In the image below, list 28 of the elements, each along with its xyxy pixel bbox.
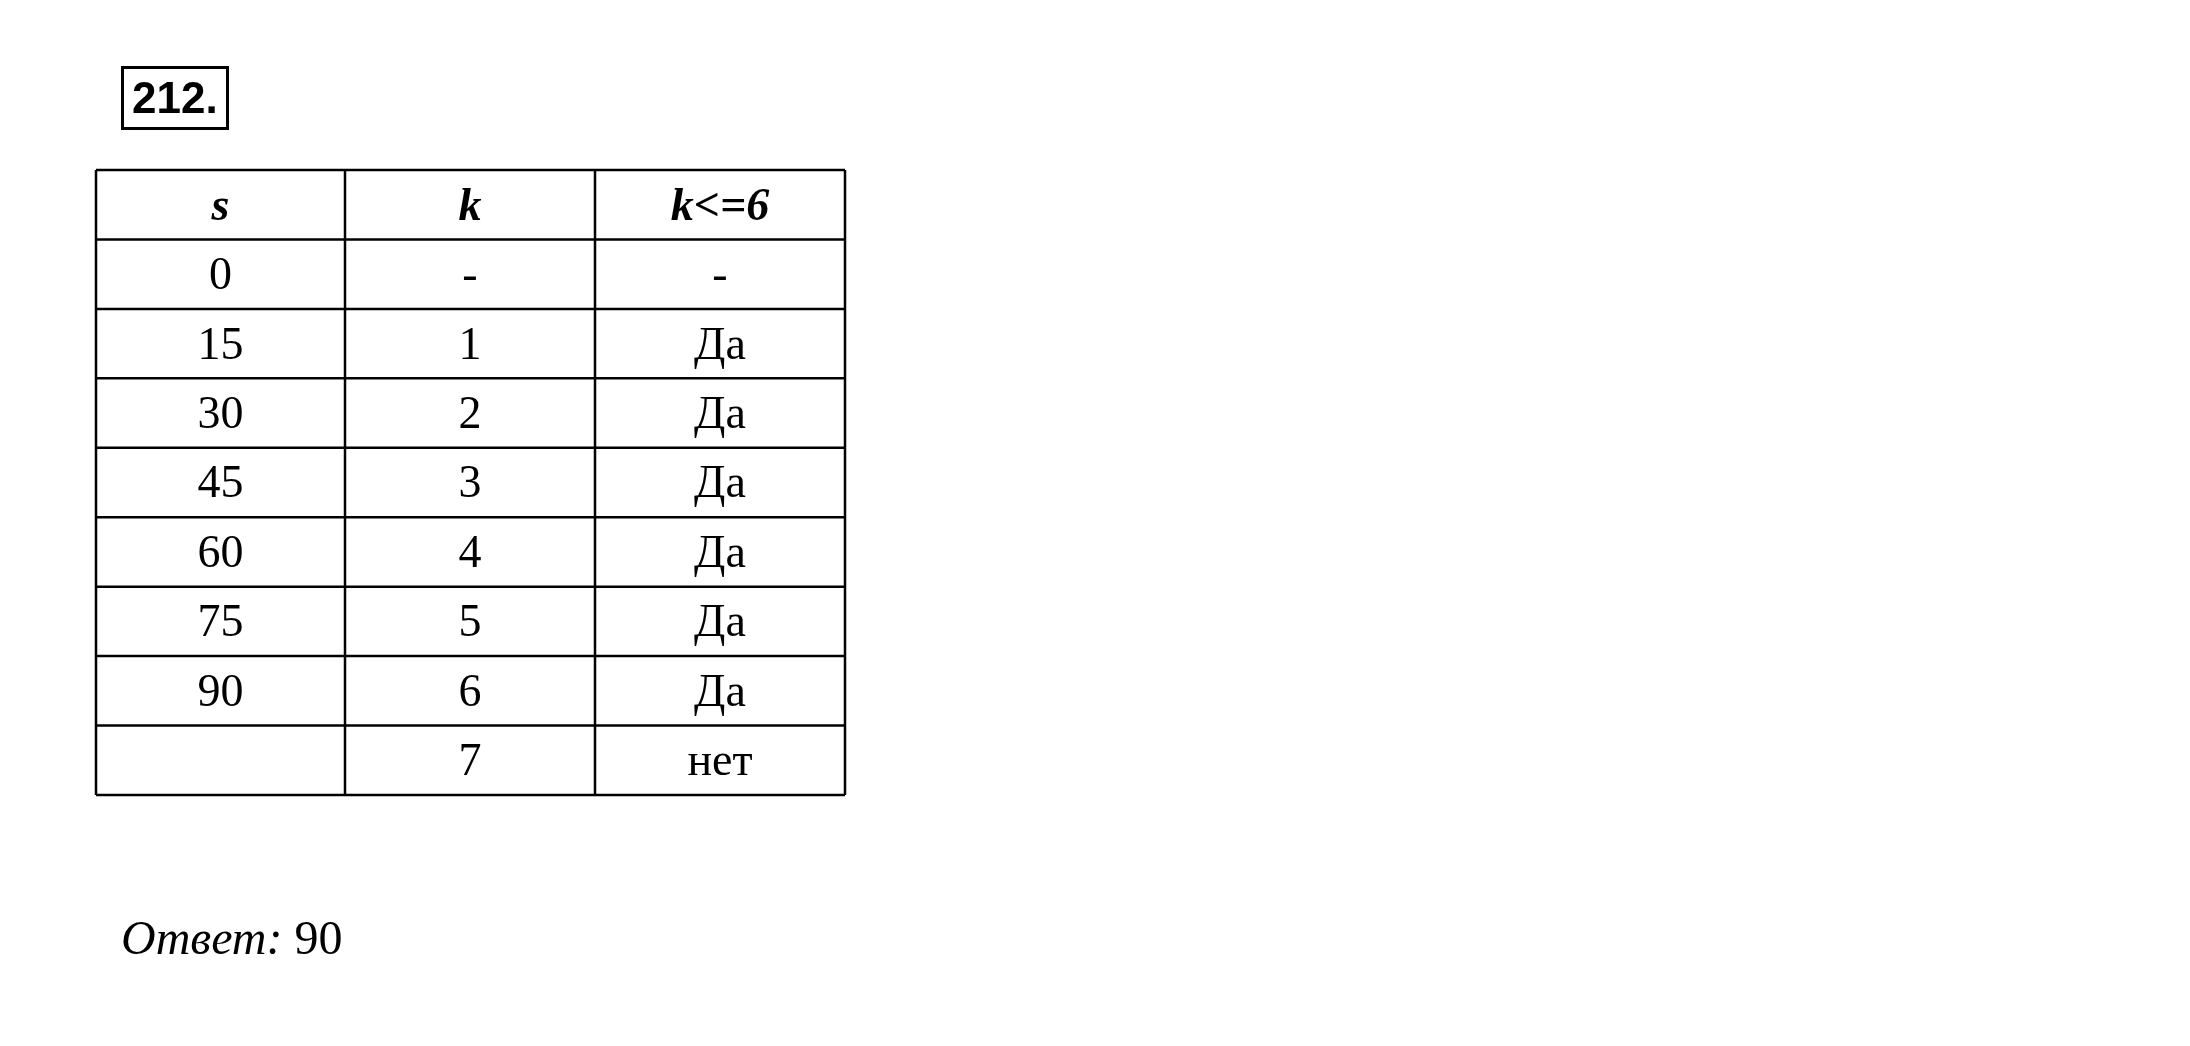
cell-value: 90 xyxy=(197,667,244,714)
cell-value: Да xyxy=(694,320,746,367)
cell-value: 1 xyxy=(458,320,482,367)
column-header: k xyxy=(458,181,482,228)
cell-value: 2 xyxy=(458,390,482,437)
cell-value: 30 xyxy=(197,390,244,437)
cell-value: Да xyxy=(694,459,746,506)
cell-value: 6 xyxy=(458,667,482,714)
cell-value: Да xyxy=(694,667,746,714)
cell-value: - xyxy=(462,251,478,298)
cell-value: 0 xyxy=(209,251,232,298)
cell-value: 7 xyxy=(458,737,482,784)
cell-value: Да xyxy=(694,390,746,437)
cell-value: нет xyxy=(687,737,753,784)
answer-text: Ответ: 90 xyxy=(121,910,343,965)
cell-value: 3 xyxy=(458,459,482,506)
cell-value: 5 xyxy=(458,598,482,645)
cell-value: - xyxy=(712,251,728,298)
column-header: s xyxy=(211,181,230,228)
column-header: k<=6 xyxy=(670,181,770,228)
cell-value: 15 xyxy=(197,320,244,367)
cell-value: 75 xyxy=(197,598,244,645)
cell-value: 4 xyxy=(458,528,482,575)
cell-value: Да xyxy=(694,598,746,645)
cell-value: Да xyxy=(694,528,746,575)
problem-number: 212. xyxy=(121,66,229,130)
cell-value: 45 xyxy=(197,459,244,506)
cell-value: 60 xyxy=(197,528,244,575)
